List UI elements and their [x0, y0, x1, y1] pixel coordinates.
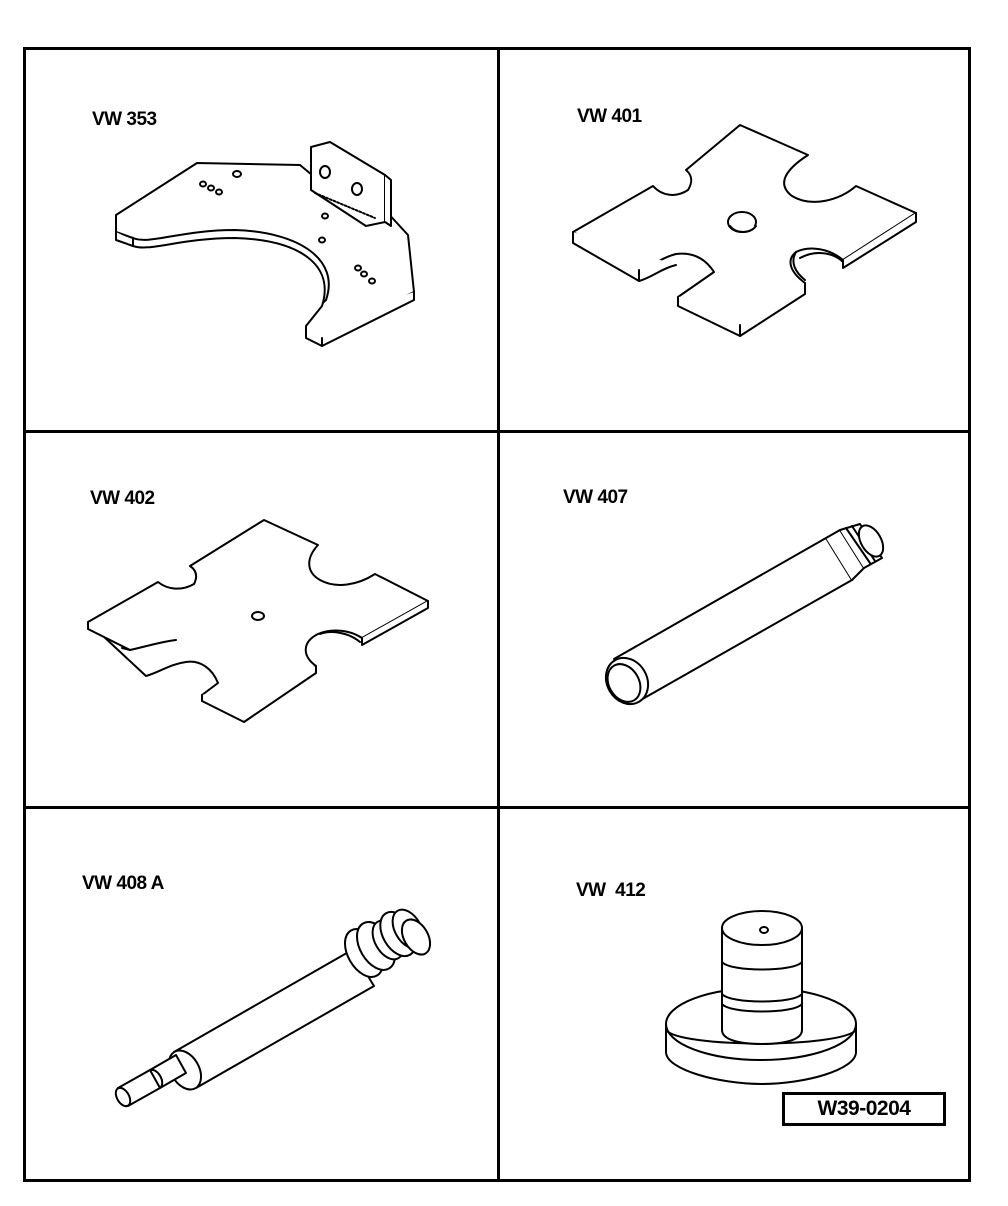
figure-code: W39-0204: [782, 1092, 946, 1126]
tool-vw412-pressure-piece: [666, 911, 856, 1084]
tool-label-vw408a: VW 408 A: [82, 873, 164, 894]
tool-vw408a-shaft: [113, 904, 436, 1108]
grid-divider-row-2: [26, 806, 968, 809]
tool-label-vw402: VW 402: [90, 488, 155, 509]
tool-vw401-cross-plate: [573, 125, 916, 336]
tool-label-vw412: VW 412: [576, 880, 646, 901]
tool-label-vw407: VW 407: [563, 487, 628, 508]
tool-vw353-bracket-plate: [116, 142, 414, 346]
tool-vw407-drift: [598, 521, 888, 712]
figure-frame: [23, 47, 971, 1182]
grid-divider-vertical: [497, 50, 500, 1179]
grid-divider-row-1: [26, 430, 968, 433]
tool-label-vw353: VW 353: [92, 109, 157, 130]
tool-label-vw401: VW 401: [577, 106, 642, 127]
tool-vw402-cross-plate: [88, 520, 428, 722]
